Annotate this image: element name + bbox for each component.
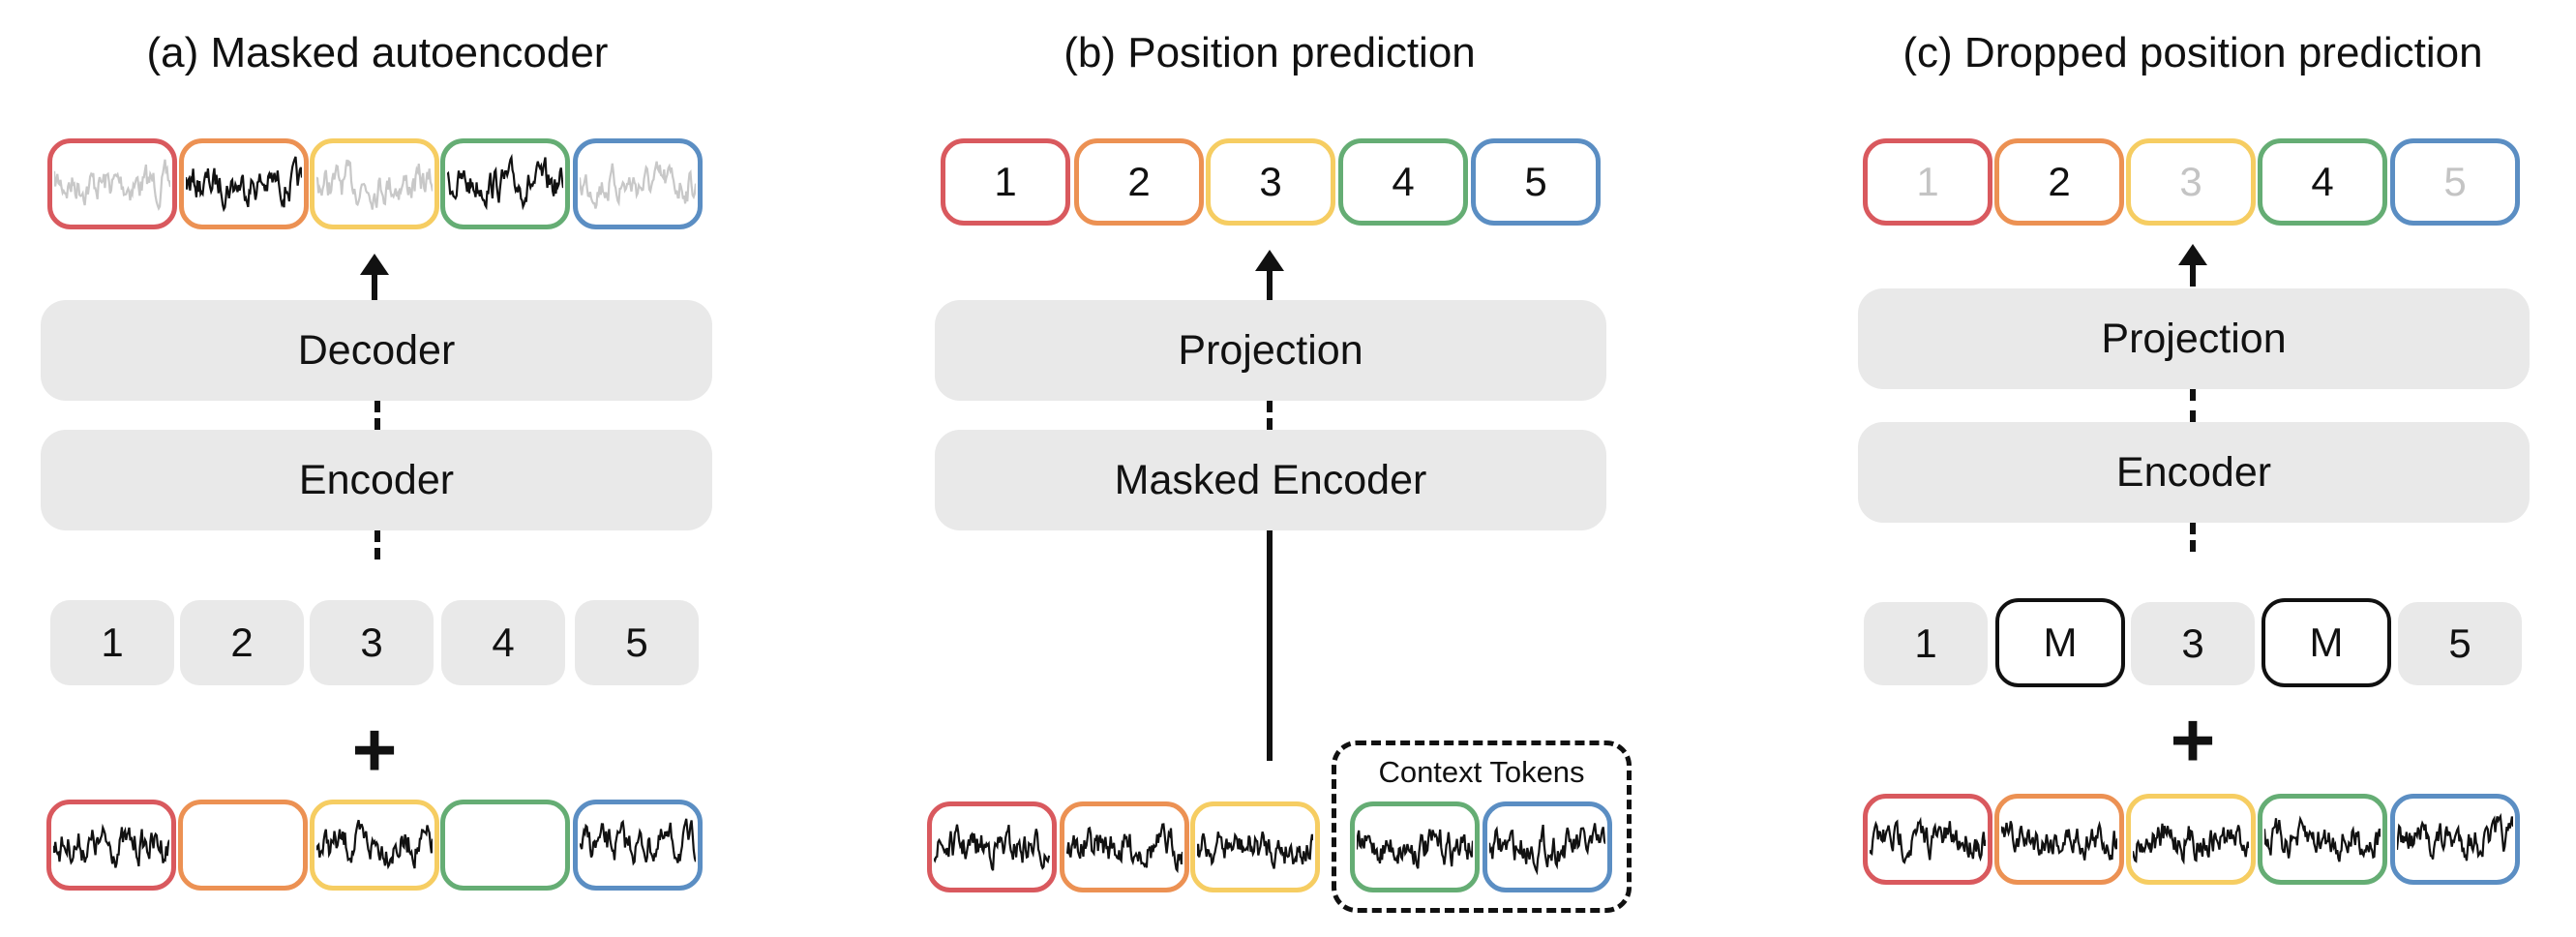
signal-waveform bbox=[316, 159, 433, 210]
panel-b-output-position-2: 2 bbox=[1074, 138, 1204, 226]
signal-waveform bbox=[54, 159, 170, 211]
decoder-block: Decoder bbox=[41, 300, 712, 401]
panel-c-position-token-5: 5 bbox=[2398, 602, 2522, 685]
panel-c-encoder-block: Encoder bbox=[1858, 422, 2530, 523]
signal-waveform bbox=[1489, 823, 1605, 876]
projection-block: Projection bbox=[935, 300, 1606, 401]
panel-a-reconstructed-patch-1 bbox=[47, 138, 177, 229]
panel-b-output-position-5: 5 bbox=[1471, 138, 1601, 226]
panel-b-context-connector bbox=[1267, 530, 1273, 761]
signal-waveform bbox=[2264, 815, 2381, 862]
panel-c-output-position-1: 1 bbox=[1863, 138, 1992, 226]
panel-a-connector-2 bbox=[374, 530, 380, 559]
panel-c-position-token-1: 1 bbox=[1864, 602, 1988, 685]
panel-a-reconstructed-patch-2 bbox=[179, 138, 309, 229]
panel-a-encoder-block: Encoder bbox=[41, 430, 712, 530]
panel-c-title: (c) Dropped position prediction bbox=[1902, 29, 2483, 76]
panel-c-connector-2 bbox=[2190, 523, 2196, 552]
panel-a-input-patch-4 bbox=[440, 800, 570, 891]
panel-a-input-patch-5 bbox=[573, 800, 703, 891]
panel-a-reconstructed-patch-3 bbox=[310, 138, 439, 229]
panel-a-input-patch-1 bbox=[46, 800, 176, 891]
panel-b-input-patch-3 bbox=[1190, 801, 1320, 892]
panel-b-title: (b) Position prediction bbox=[1063, 29, 1476, 76]
panel-a-reconstructed-patch-4 bbox=[440, 138, 570, 229]
panel-c-input-patch-1 bbox=[1863, 794, 1992, 885]
context-tokens-box bbox=[1332, 741, 1632, 913]
panel-c-connector-1 bbox=[2190, 389, 2196, 422]
panel-c-projection-block: Projection bbox=[1858, 288, 2530, 389]
panel-b-input-patch-4 bbox=[1350, 801, 1480, 892]
signal-waveform bbox=[1357, 829, 1473, 869]
panel-c-output-position-4: 4 bbox=[2258, 138, 2387, 226]
panel-a-plus: + bbox=[351, 707, 398, 793]
panel-b-input-patch-1 bbox=[927, 801, 1057, 892]
panel-a-position-token-2: 2 bbox=[180, 600, 304, 685]
panel-c-input-patch-4 bbox=[2258, 794, 2387, 885]
panel-c-output-position-3: 3 bbox=[2126, 138, 2256, 226]
panel-a-title: (a) Masked autoencoder bbox=[146, 29, 609, 76]
panel-c-mask-token-4: M bbox=[2261, 598, 2391, 687]
panel-b-input-patch-5 bbox=[1483, 801, 1612, 892]
signal-waveform bbox=[580, 161, 696, 209]
panel-c-position-token-3: 3 bbox=[2131, 602, 2255, 685]
panel-a-position-token-1: 1 bbox=[50, 600, 174, 685]
panel-c-mask-token-2: M bbox=[1995, 598, 2125, 687]
panel-b-connector-1 bbox=[1267, 401, 1273, 430]
signal-waveform bbox=[1870, 816, 1986, 864]
panel-c-plus: + bbox=[2170, 697, 2216, 783]
panel-a-input-patch-3 bbox=[310, 800, 439, 891]
panel-b-output-position-4: 4 bbox=[1338, 138, 1468, 226]
signal-waveform bbox=[580, 818, 696, 866]
context-tokens-label: Context Tokens bbox=[1378, 755, 1585, 789]
panel-a-position-token-5: 5 bbox=[575, 600, 699, 685]
signal-waveform bbox=[447, 153, 563, 211]
panel-a-position-token-4: 4 bbox=[441, 600, 565, 685]
panel-b-output-position-3: 3 bbox=[1206, 138, 1335, 226]
signal-waveform bbox=[1066, 823, 1183, 874]
signal-waveform bbox=[53, 823, 169, 868]
signal-waveform bbox=[934, 824, 1050, 871]
signal-waveform bbox=[186, 156, 302, 213]
panel-a-position-token-3: 3 bbox=[310, 600, 434, 685]
signal-waveform bbox=[2001, 820, 2117, 861]
panel-b-input-patch-2 bbox=[1060, 801, 1189, 892]
panel-a-input-patch-2 bbox=[178, 800, 308, 891]
signal-waveform bbox=[2397, 812, 2513, 861]
masked-encoder-block: Masked Encoder bbox=[935, 430, 1606, 530]
panel-c-input-patch-2 bbox=[1994, 794, 2124, 885]
signal-waveform bbox=[316, 819, 433, 870]
signal-waveform bbox=[1197, 831, 1313, 869]
panel-a-reconstructed-patch-5 bbox=[573, 138, 703, 229]
panel-b-output-position-1: 1 bbox=[941, 138, 1070, 226]
signal-waveform bbox=[2133, 823, 2249, 865]
panel-c-input-patch-3 bbox=[2126, 794, 2256, 885]
panel-a-connector-1 bbox=[374, 401, 380, 430]
panel-c-output-position-2: 2 bbox=[1994, 138, 2124, 226]
panel-c-input-patch-5 bbox=[2390, 794, 2520, 885]
panel-c-output-position-5: 5 bbox=[2390, 138, 2520, 226]
